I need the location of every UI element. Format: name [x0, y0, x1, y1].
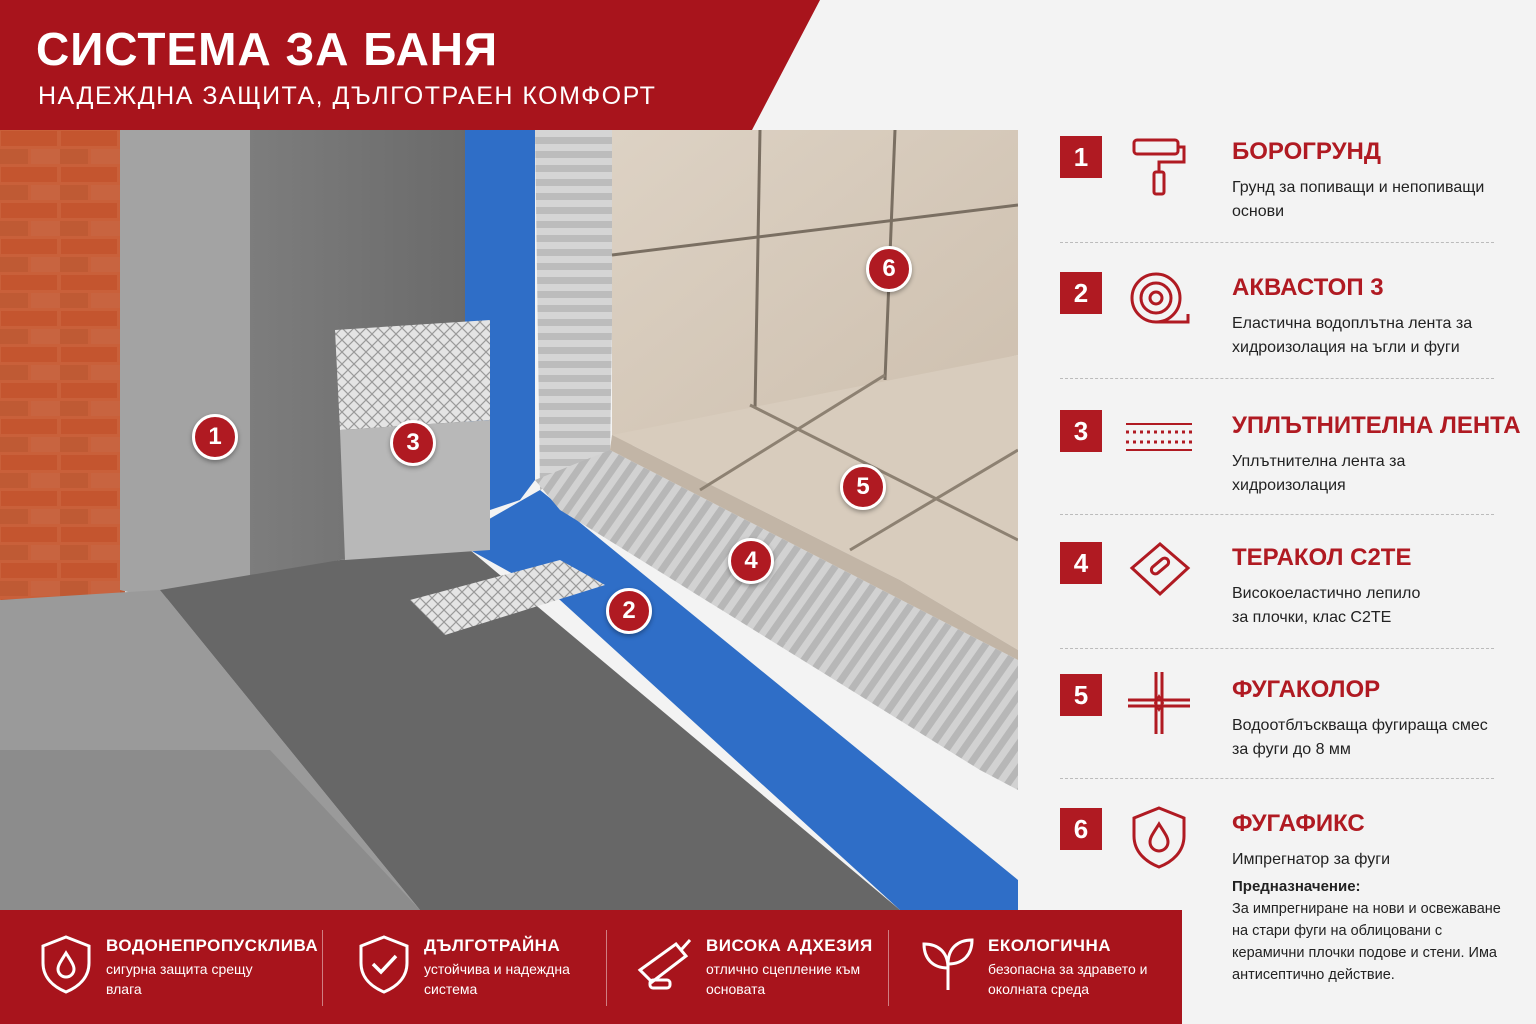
bathroom-cross-section-illustration: 1 2 3 4 5 6 [0, 130, 1018, 910]
purpose-text: За импрегниране на нови и освежаване на … [1232, 901, 1501, 983]
tape-roll-icon [1130, 272, 1190, 324]
feature-title: ВОДОНЕПРОПУСКЛИВА [106, 936, 319, 955]
feature-title: ЕКОЛОГИЧНА [988, 936, 1112, 955]
mesh-tape-icon [1126, 423, 1192, 451]
feature-waterproof: ВОДОНЕПРОПУСКЛИВА сигурна защита срещу в… [0, 910, 322, 1024]
divider [1060, 648, 1494, 649]
feature-title: ВИСОКА АДХЕЗИЯ [706, 936, 873, 955]
product-name: ТЕРАКОЛ C2TE [1232, 544, 1412, 571]
marker-1[interactable]: 1 [192, 414, 238, 460]
grout-joint-icon [1128, 672, 1190, 734]
purpose-label: Предназначение: [1232, 878, 1361, 895]
product-number: 2 [1060, 272, 1102, 314]
product-number: 4 [1060, 542, 1102, 584]
shield-drop-icon [1132, 806, 1186, 869]
marker-5[interactable]: 5 [840, 464, 886, 510]
product-description: Уплътнителна лента за хидроизолация [1232, 453, 1406, 494]
marker-6[interactable]: 6 [866, 246, 912, 292]
paint-roller-icon [1132, 138, 1186, 196]
product-description: Високоеластично лепило за плочки, клас C… [1232, 585, 1421, 626]
header-banner [0, 0, 820, 130]
marker-3[interactable]: 3 [390, 420, 436, 466]
notched-trowel-icon [1129, 542, 1191, 597]
divider [888, 930, 889, 1006]
divider [1060, 778, 1494, 779]
product-description: Импрегнатор за фуги [1232, 851, 1391, 868]
feature-durable: ДЪЛГОТРАЙНА устойчива и надеждна система [318, 910, 608, 1024]
product-number: 3 [1060, 410, 1102, 452]
product-name: ФУГАКОЛОР [1232, 676, 1381, 703]
divider [322, 930, 323, 1006]
shield-check-icon [359, 935, 409, 994]
header: СИСТЕМА ЗА БАНЯ НАДЕЖДНА ЗАЩИТА, ДЪЛГОТР… [0, 0, 820, 130]
page-subtitle: НАДЕЖДНА ЗАЩИТА, ДЪЛГОТРАЕН КОМФОРТ [38, 82, 657, 110]
product-number: 1 [1060, 136, 1102, 178]
feature-description: безопасна за здравето и околната среда [988, 961, 1148, 997]
leaves-icon [922, 938, 974, 990]
divider [1060, 514, 1494, 515]
product-description: Водоотблъскваща фугираща смес за фуги до… [1232, 717, 1488, 758]
feature-eco: ЕКОЛОГИЧНА безопасна за здравето и околн… [882, 910, 1182, 1024]
product-description: Еластична водоплътна лента за хидроизола… [1232, 315, 1473, 356]
divider [1060, 378, 1494, 379]
feature-description: отлично сцепление към основата [706, 961, 861, 997]
cross-section-drawing [0, 130, 1018, 910]
feature-title: ДЪЛГОТРАЙНА [424, 936, 561, 955]
product-description: Грунд за попиващи и непопиващи основи [1232, 179, 1485, 220]
product-number: 6 [1060, 808, 1102, 850]
product-number: 5 [1060, 674, 1102, 716]
divider [1060, 242, 1494, 243]
features-band: ВОДОНЕПРОПУСКЛИВА сигурна защита срещу в… [0, 910, 1182, 1024]
marker-4[interactable]: 4 [728, 538, 774, 584]
product-name: УПЛЪТНИТЕЛНА ЛЕНТА [1232, 412, 1521, 439]
marker-2[interactable]: 2 [606, 588, 652, 634]
feature-adhesion: ВИСОКА АДХЕЗИЯ отлично сцепление към осн… [600, 910, 890, 1024]
shield-drop-icon [41, 935, 91, 994]
divider [606, 930, 607, 1006]
product-name: БОРОГРУНД [1232, 138, 1381, 165]
product-name: ФУГАФИКС [1232, 810, 1365, 837]
page-title: СИСТЕМА ЗА БАНЯ [36, 23, 499, 75]
feature-description: сигурна защита срещу влага [106, 961, 253, 997]
feature-description: устойчива и надеждна система [424, 961, 570, 997]
product-name: АКВАСТОП 3 [1232, 274, 1384, 301]
trowel-icon [637, 938, 692, 990]
